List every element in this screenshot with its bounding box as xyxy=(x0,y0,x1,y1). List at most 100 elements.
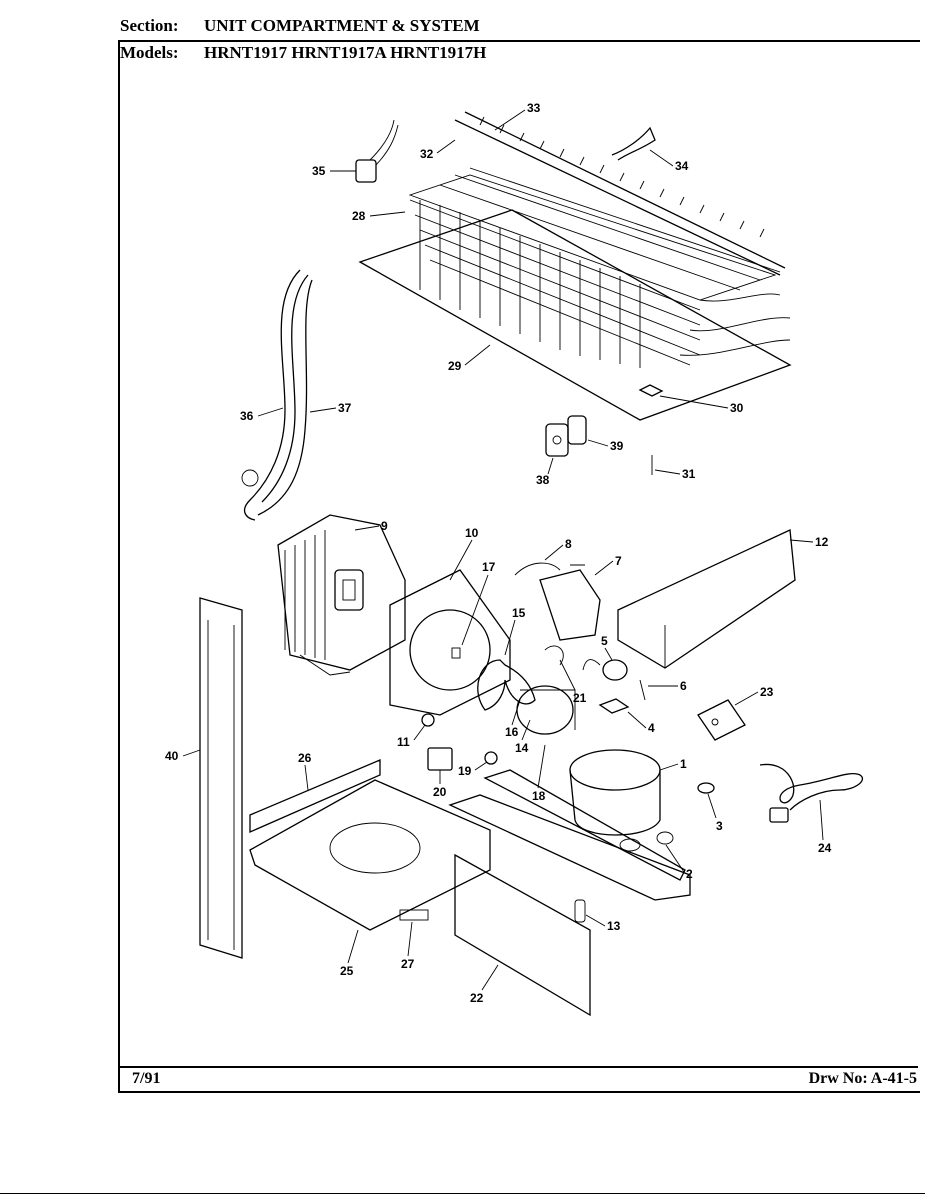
fan-motor-part xyxy=(516,685,574,735)
svg-text:24: 24 xyxy=(818,841,832,855)
defrost-heater-part xyxy=(454,111,786,276)
callout-39: 39 xyxy=(587,439,624,453)
callout-12: 12 xyxy=(789,535,829,549)
callout-4: 4 xyxy=(627,711,655,735)
svg-text:38: 38 xyxy=(536,473,550,487)
callout-33: 33 xyxy=(494,101,541,131)
rear-panel-part xyxy=(617,529,796,669)
svg-text:33: 33 xyxy=(527,101,541,115)
models-heading: Models:HRNT1917 HRNT1917A HRNT1917H xyxy=(120,43,486,63)
callout-34: 34 xyxy=(649,149,689,173)
svg-text:27: 27 xyxy=(401,957,415,971)
callout-35: 35 xyxy=(312,164,356,178)
callout-16: 16 xyxy=(505,699,521,739)
svg-text:17: 17 xyxy=(482,560,496,574)
svg-text:19: 19 xyxy=(458,764,472,778)
svg-text:6: 6 xyxy=(680,679,687,693)
svg-text:16: 16 xyxy=(505,725,519,739)
svg-text:20: 20 xyxy=(433,785,447,799)
drain-pan-part xyxy=(249,759,491,931)
callout-21: 21 xyxy=(559,659,587,705)
harness-bracket-part xyxy=(514,562,601,641)
svg-text:31: 31 xyxy=(682,467,696,481)
callout-18: 18 xyxy=(532,744,546,803)
footer-rule xyxy=(118,1066,918,1068)
drawing-number: Drw No: A-41-5 xyxy=(808,1070,917,1087)
svg-text:25: 25 xyxy=(340,964,354,978)
svg-text:29: 29 xyxy=(448,359,462,373)
svg-text:30: 30 xyxy=(730,401,744,415)
page-bottom-rule xyxy=(0,1193,925,1194)
svg-text:28: 28 xyxy=(352,209,366,223)
base-rails xyxy=(448,769,691,901)
callout-29: 29 xyxy=(448,344,491,373)
svg-text:7: 7 xyxy=(615,554,622,568)
callout-17: 17 xyxy=(461,560,496,646)
svg-text:18: 18 xyxy=(532,789,546,803)
callout-23: 23 xyxy=(734,685,774,706)
defrost-timer-part xyxy=(697,699,746,741)
callouts: 33 32 34 35 28 29 30 36 37 39 31 38 9 10… xyxy=(165,101,832,1005)
callout-25: 25 xyxy=(340,929,359,978)
section-label: Section: xyxy=(120,16,179,35)
callout-8: 8 xyxy=(544,537,572,561)
access-cover-part xyxy=(454,853,591,1017)
callout-36: 36 xyxy=(240,407,284,423)
insulation-strip-part xyxy=(199,597,243,959)
callout-5: 5 xyxy=(601,634,613,661)
svg-text:3: 3 xyxy=(716,819,723,833)
svg-text:11: 11 xyxy=(397,735,410,749)
callout-20: 20 xyxy=(433,770,447,799)
condenser-part xyxy=(277,514,406,676)
power-cord-part xyxy=(759,763,864,823)
callout-9: 9 xyxy=(354,519,388,533)
callout-38: 38 xyxy=(536,457,554,487)
capacitor-part xyxy=(421,713,498,771)
svg-text:10: 10 xyxy=(465,526,479,540)
svg-text:5: 5 xyxy=(601,634,608,648)
fan-shroud-part xyxy=(389,569,511,716)
callout-11: 11 xyxy=(397,724,426,749)
callout-32: 32 xyxy=(420,139,456,161)
callout-26: 26 xyxy=(298,751,312,791)
callout-22: 22 xyxy=(470,964,499,1005)
svg-text:34: 34 xyxy=(675,159,689,173)
callout-28: 28 xyxy=(352,209,406,223)
fan-assembly xyxy=(477,645,576,735)
svg-text:22: 22 xyxy=(470,991,484,1005)
relay-part xyxy=(582,659,646,714)
callout-27: 27 xyxy=(401,921,415,971)
drawing-date: 7/91 xyxy=(132,1070,161,1087)
models-list: HRNT1917 HRNT1917A HRNT1917H xyxy=(204,43,487,62)
callout-14: 14 xyxy=(515,719,531,755)
svg-text:35: 35 xyxy=(312,164,326,178)
svg-text:23: 23 xyxy=(760,685,774,699)
svg-text:37: 37 xyxy=(338,401,352,415)
svg-text:12: 12 xyxy=(815,535,829,549)
callout-10: 10 xyxy=(449,526,479,581)
svg-text:1: 1 xyxy=(680,757,687,771)
callout-19: 19 xyxy=(458,761,488,778)
callout-13: 13 xyxy=(585,914,621,933)
callout-6: 6 xyxy=(648,679,687,693)
svg-text:36: 36 xyxy=(240,409,254,423)
callout-15: 15 xyxy=(504,606,526,656)
callout-40: 40 xyxy=(165,749,201,763)
svg-text:9: 9 xyxy=(381,519,388,533)
section-title: UNIT COMPARTMENT & SYSTEM xyxy=(204,16,480,35)
svg-text:40: 40 xyxy=(165,749,179,763)
callout-7: 7 xyxy=(594,554,622,576)
evaporator-cover-part xyxy=(358,209,792,421)
svg-text:26: 26 xyxy=(298,751,312,765)
evaporator-assembly xyxy=(358,111,792,475)
heater-wire-part xyxy=(611,126,656,161)
svg-text:4: 4 xyxy=(648,721,655,735)
compressor-part xyxy=(569,749,715,852)
callout-3: 3 xyxy=(707,793,723,833)
svg-text:8: 8 xyxy=(565,537,572,551)
svg-text:39: 39 xyxy=(610,439,624,453)
callout-24: 24 xyxy=(818,799,832,855)
callout-1: 1 xyxy=(659,757,687,771)
svg-text:15: 15 xyxy=(512,606,526,620)
callout-2: 2 xyxy=(665,844,693,881)
